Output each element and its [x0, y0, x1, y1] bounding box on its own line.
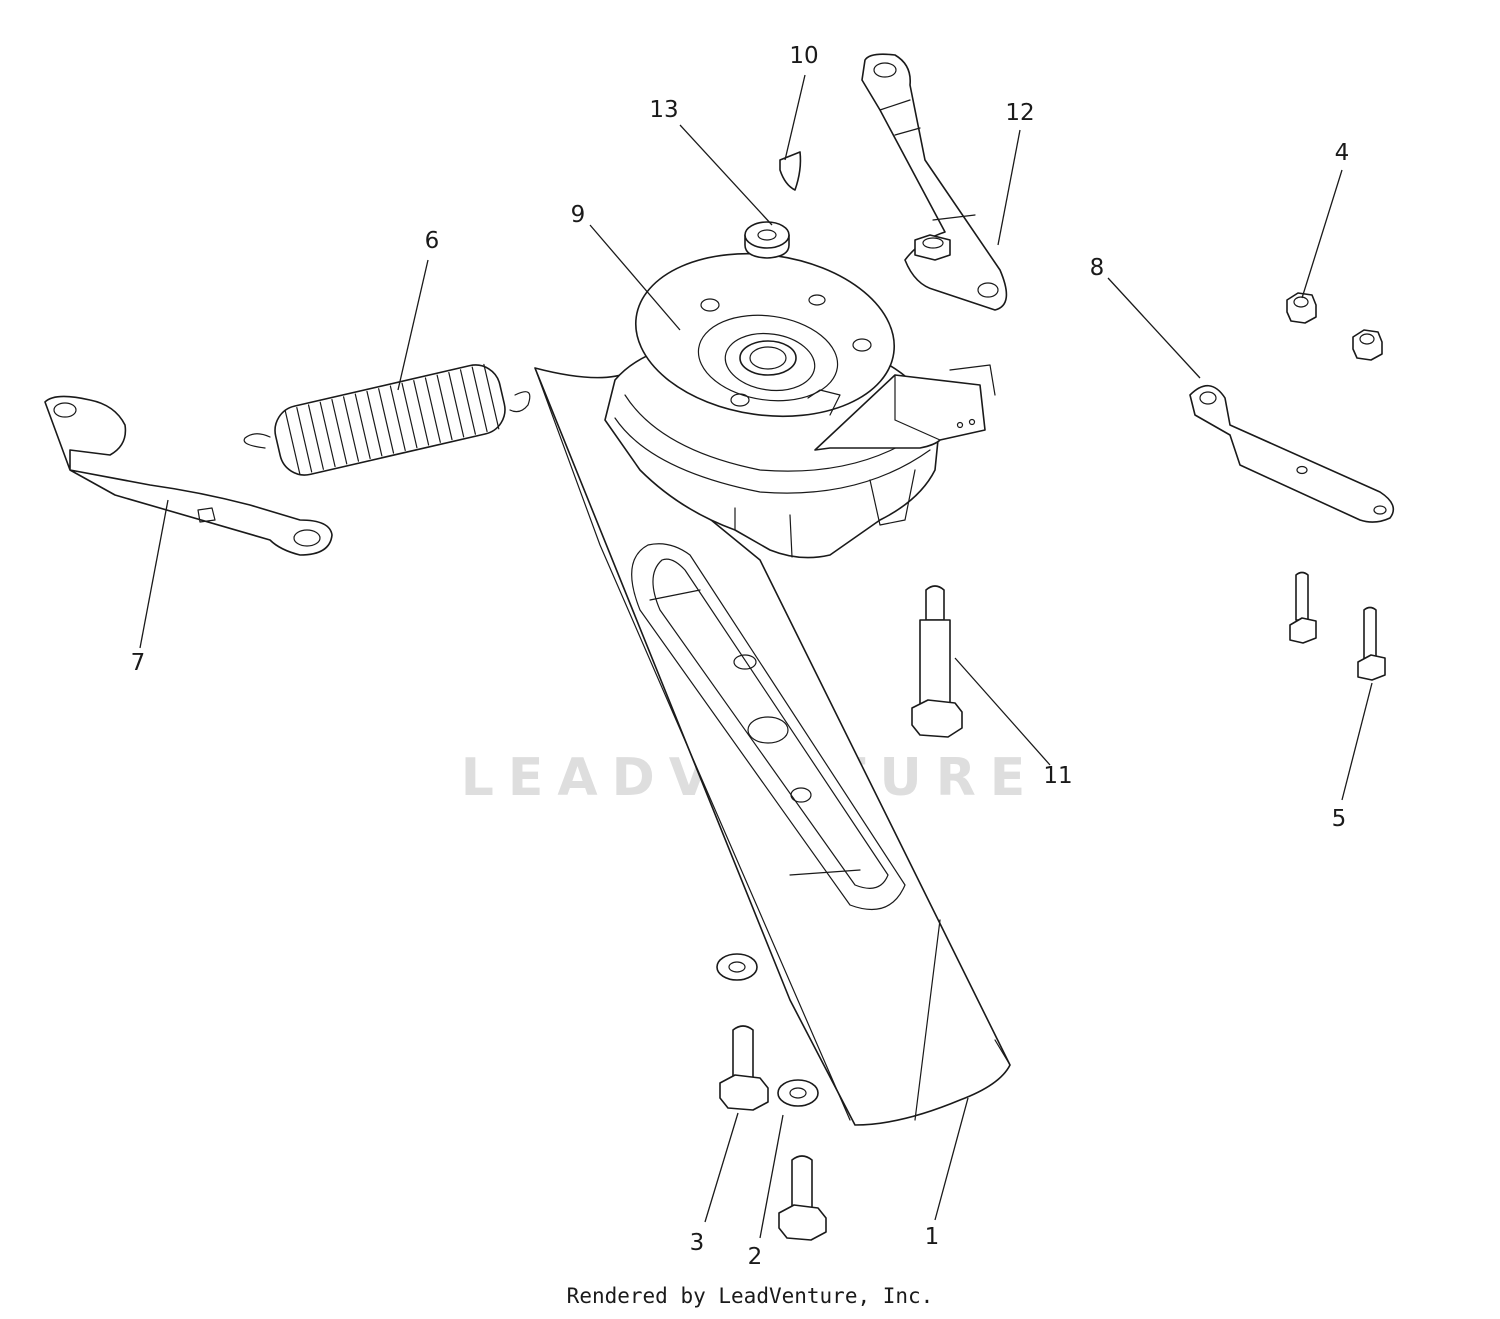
- callout-6: 6: [425, 228, 440, 254]
- callout-12: 12: [1005, 100, 1034, 126]
- callout-8: 8: [1090, 255, 1105, 281]
- callout-10: 10: [789, 43, 818, 69]
- shoulder-bolt-part[interactable]: [911, 585, 963, 738]
- clutch-arm-part[interactable]: [1189, 384, 1395, 523]
- bolt-part[interactable]: [1289, 571, 1386, 681]
- callout-7: 7: [131, 650, 146, 676]
- callout-13: 13: [649, 97, 678, 123]
- spacer-part[interactable]: [744, 221, 790, 259]
- callout-2: 2: [748, 1244, 763, 1270]
- key-part[interactable]: [779, 151, 802, 191]
- idler-arm-part[interactable]: [44, 395, 333, 556]
- callout-11: 11: [1043, 763, 1072, 789]
- lock-washer-part[interactable]: [716, 953, 819, 1107]
- callout-5: 5: [1332, 806, 1347, 832]
- hex-bolt-part[interactable]: [719, 1025, 827, 1241]
- pto-clutch-part[interactable]: [604, 238, 996, 559]
- callout-labels: 1 2 3 4 5 6 7 8 9 10 11 12 13: [131, 43, 1350, 1270]
- callout-4: 4: [1335, 140, 1350, 166]
- callout-1: 1: [925, 1224, 940, 1250]
- bracket-part[interactable]: [861, 53, 1008, 311]
- blade-part[interactable]: [534, 367, 1011, 1126]
- render-credit: Rendered by LeadVenture, Inc.: [566, 1284, 934, 1308]
- spring-part[interactable]: [243, 360, 531, 480]
- callout-3: 3: [690, 1230, 705, 1256]
- leader-lines: [139, 74, 1373, 1239]
- lock-nut-part[interactable]: [1286, 292, 1383, 361]
- callout-9: 9: [571, 202, 586, 228]
